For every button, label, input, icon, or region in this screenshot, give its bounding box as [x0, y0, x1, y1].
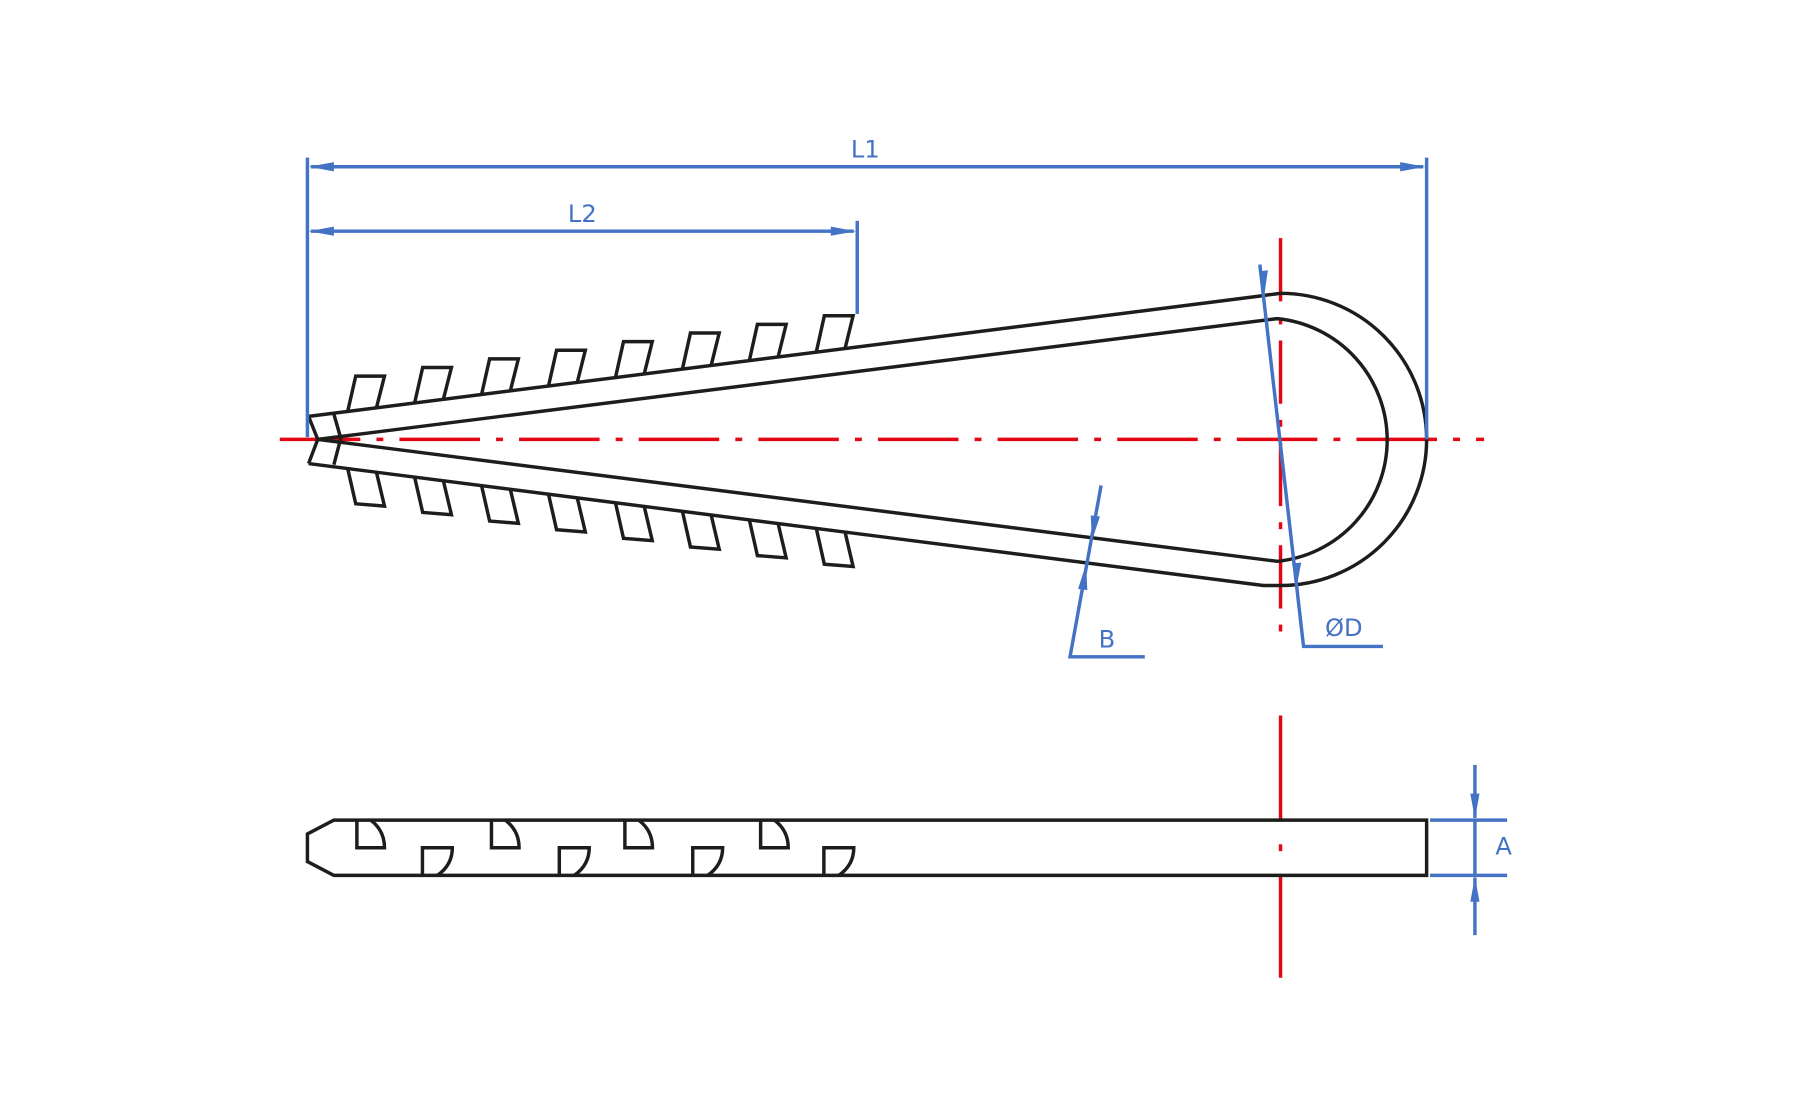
upper-tooth — [546, 348, 588, 387]
upper-tooth — [680, 331, 722, 370]
width-label: B — [1099, 626, 1116, 654]
width-leader — [1067, 485, 1145, 659]
width-arrow-top — [1090, 515, 1100, 541]
l2-arrow-left — [308, 226, 334, 236]
side-tab-upper — [355, 818, 387, 850]
lower-tooth — [613, 502, 655, 543]
lower-tooth — [814, 528, 856, 569]
side-tab-upper — [758, 818, 790, 850]
tip-outer — [306, 415, 320, 465]
a-arrow-top — [1470, 793, 1480, 819]
upper-tooth — [479, 357, 521, 395]
lower-tooth — [680, 510, 722, 552]
l1-label: L1 — [851, 136, 880, 164]
diameter-arrow-bottom — [1292, 562, 1302, 587]
upper-tooth — [412, 365, 454, 404]
lower-tooth — [546, 493, 588, 534]
diameter-leader — [1258, 264, 1383, 649]
side-view-body — [305, 818, 1429, 878]
upper-tooth — [613, 339, 655, 378]
side-tab-lower — [822, 846, 856, 877]
diameter-arrow-top — [1258, 270, 1268, 295]
side-view-part-outline — [305, 818, 1429, 878]
upper-tooth — [814, 314, 856, 353]
a-arrow-bottom — [1470, 876, 1480, 902]
thickness-label: A — [1495, 833, 1512, 861]
tip-inner — [332, 413, 343, 466]
width-arrow-bottom — [1078, 563, 1088, 591]
l1-arrow-right — [1400, 162, 1426, 172]
side-tab-lower — [420, 846, 455, 877]
dimensions: L1 L2 ØD B A — [305, 136, 1512, 936]
lower-tooth — [479, 485, 521, 526]
lower-tooth — [747, 519, 789, 560]
side-tab-lower — [691, 846, 725, 877]
l2-arrow-right — [830, 226, 857, 236]
lower-tooth — [412, 476, 454, 517]
centerlines — [279, 238, 1485, 978]
side-tab-upper — [623, 818, 655, 850]
upper-tooth — [747, 322, 789, 362]
inner-edge — [317, 316, 1389, 564]
side-tab-lower — [557, 846, 591, 877]
side-tab-upper — [489, 818, 521, 850]
l2-label: L2 — [568, 200, 597, 228]
upper-tooth — [345, 374, 387, 412]
diameter-label: ØD — [1325, 614, 1363, 642]
l1-arrow-left — [308, 162, 334, 172]
lower-tooth — [345, 468, 387, 509]
